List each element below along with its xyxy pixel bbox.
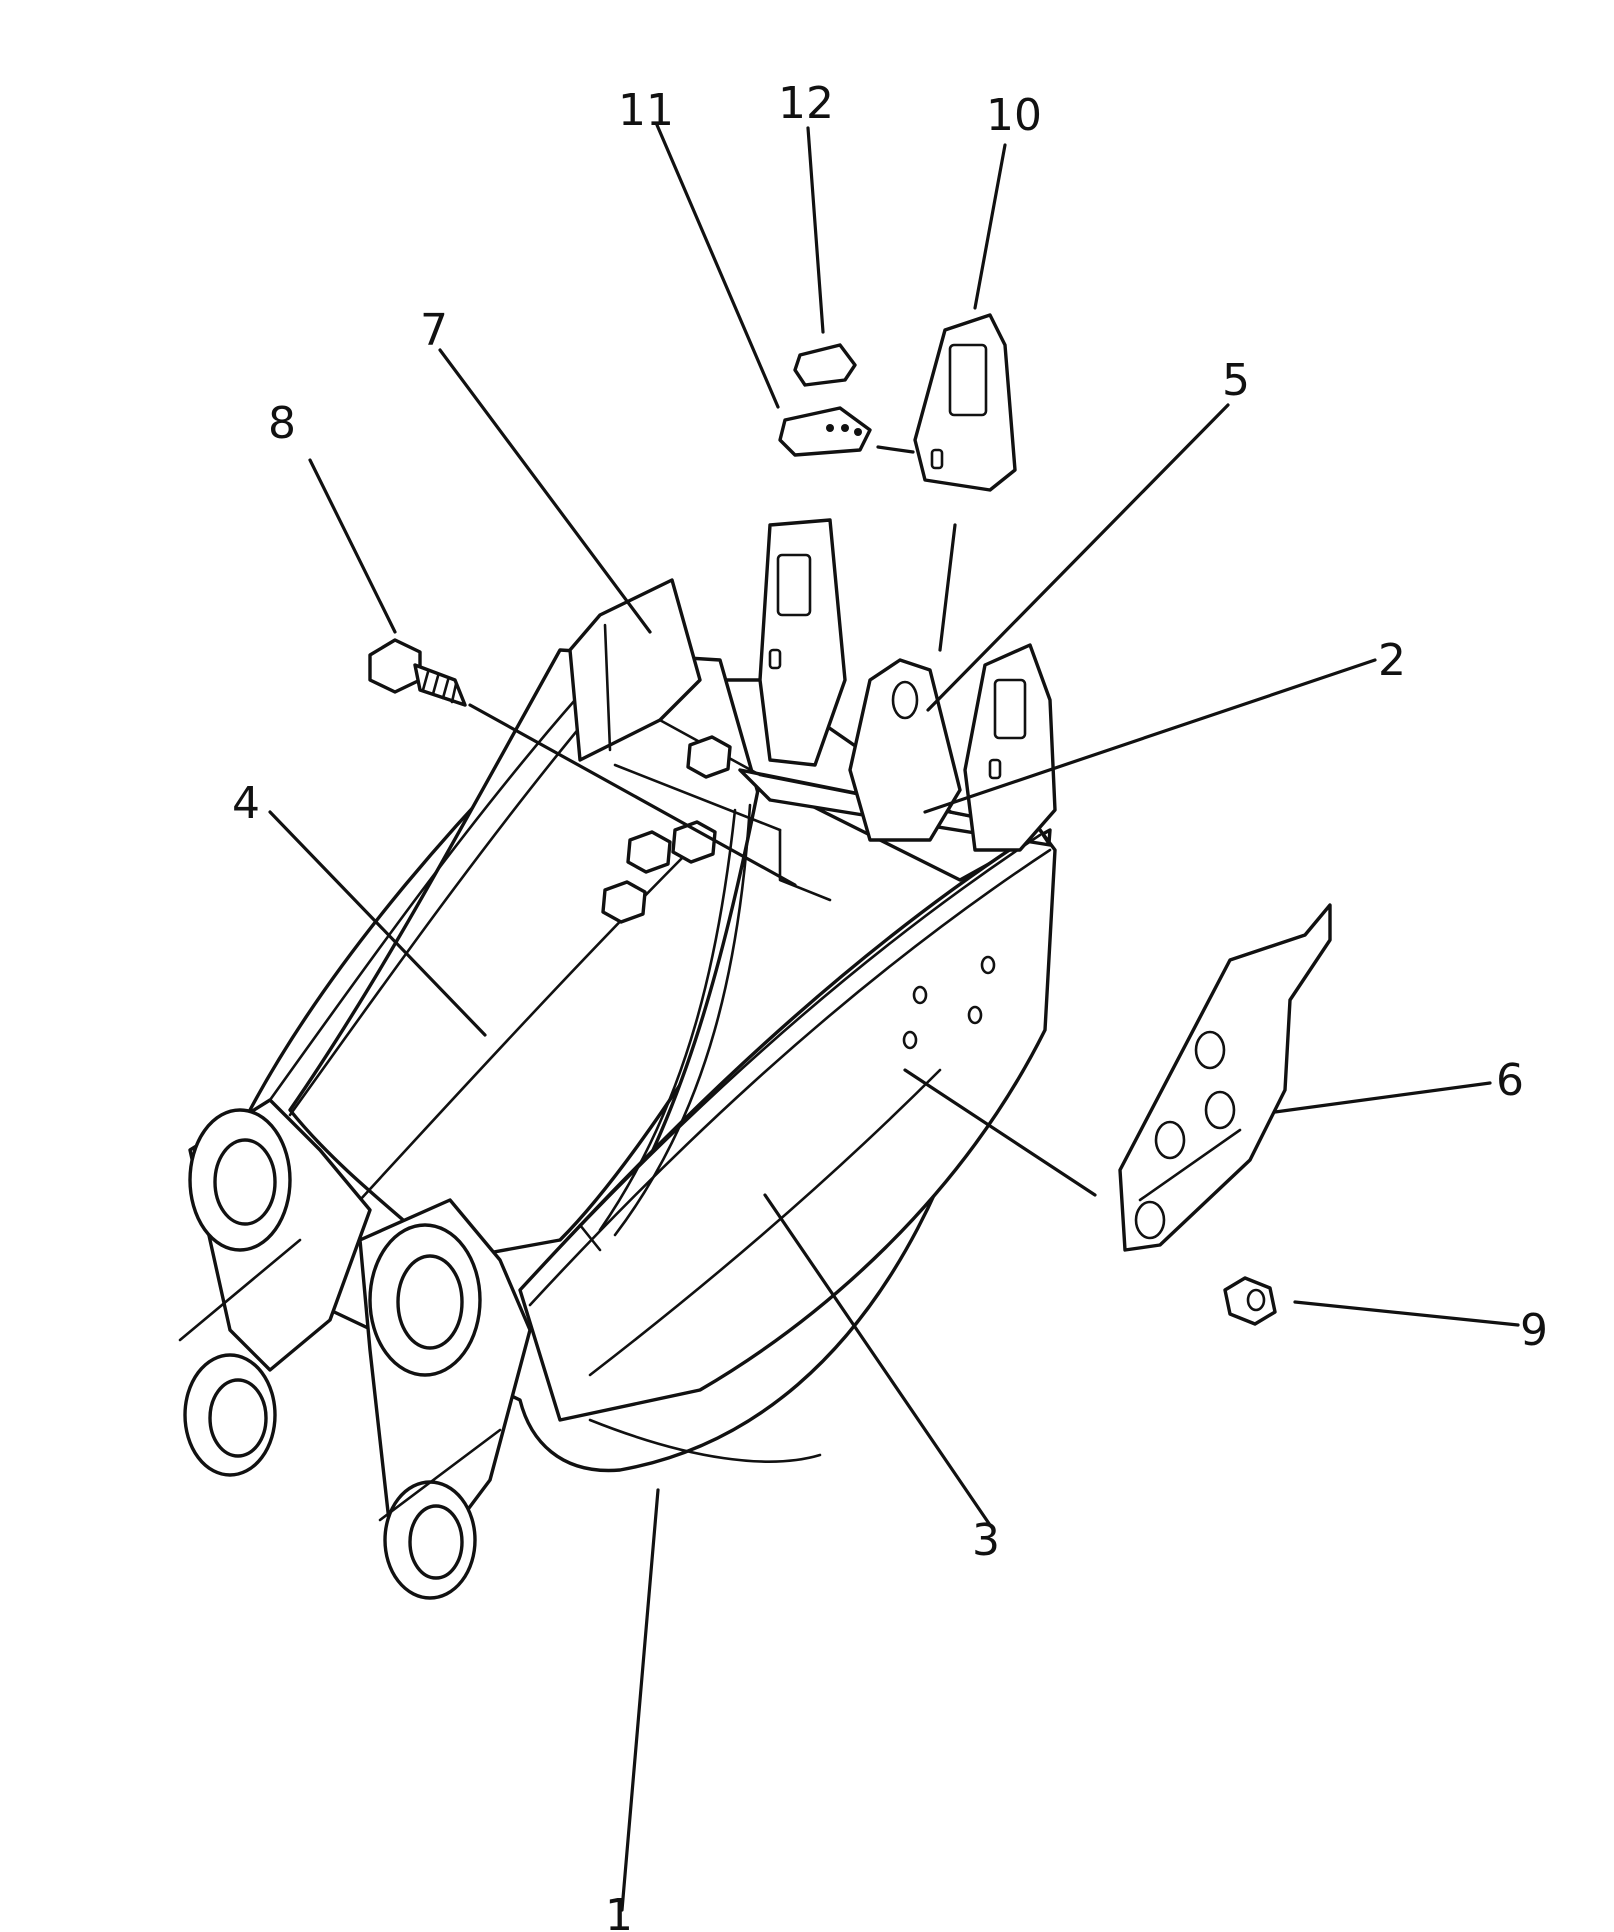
left-side-cutter bbox=[568, 578, 702, 762]
mounting-bracket bbox=[178, 1098, 532, 1600]
leader-10 bbox=[973, 143, 1007, 310]
side-cutter bbox=[1118, 903, 1332, 1252]
leader-11b bbox=[876, 445, 915, 454]
callout-7: 7 bbox=[420, 305, 448, 356]
callout-2: 2 bbox=[1378, 635, 1406, 686]
leader-1 bbox=[620, 1488, 660, 1912]
leader-6 bbox=[1273, 1081, 1492, 1114]
leader-2 bbox=[923, 658, 1377, 814]
leader-7 bbox=[438, 348, 652, 634]
nut bbox=[1223, 1276, 1277, 1326]
leader-6b bbox=[903, 1068, 1097, 1197]
callout-10: 10 bbox=[986, 90, 1042, 141]
leader-9 bbox=[1293, 1300, 1520, 1327]
leader-11 bbox=[655, 123, 780, 409]
leader-8 bbox=[308, 458, 397, 634]
callout-6: 6 bbox=[1496, 1055, 1524, 1106]
leader-lines bbox=[268, 123, 1520, 1912]
callout-11: 11 bbox=[618, 85, 674, 136]
callout-labels: 1 2 3 4 5 6 7 8 9 10 11 12 bbox=[232, 78, 1548, 1932]
leader-10b bbox=[938, 523, 957, 652]
leader-3 bbox=[763, 1193, 992, 1527]
leader-5 bbox=[926, 403, 1230, 712]
callout-3: 3 bbox=[972, 1515, 1000, 1566]
lock bbox=[778, 406, 872, 457]
tooth-point bbox=[913, 313, 1017, 492]
lock-pin bbox=[793, 343, 857, 387]
callout-1: 1 bbox=[605, 1890, 633, 1932]
callout-12: 12 bbox=[778, 78, 834, 129]
leader-12 bbox=[806, 126, 825, 334]
bolt bbox=[368, 638, 467, 707]
leader-4 bbox=[268, 810, 487, 1037]
callout-5: 5 bbox=[1222, 355, 1250, 406]
callout-8: 8 bbox=[268, 398, 296, 449]
callout-4: 4 bbox=[232, 778, 260, 829]
callout-9: 9 bbox=[1520, 1305, 1548, 1356]
leader-8b bbox=[468, 703, 797, 887]
